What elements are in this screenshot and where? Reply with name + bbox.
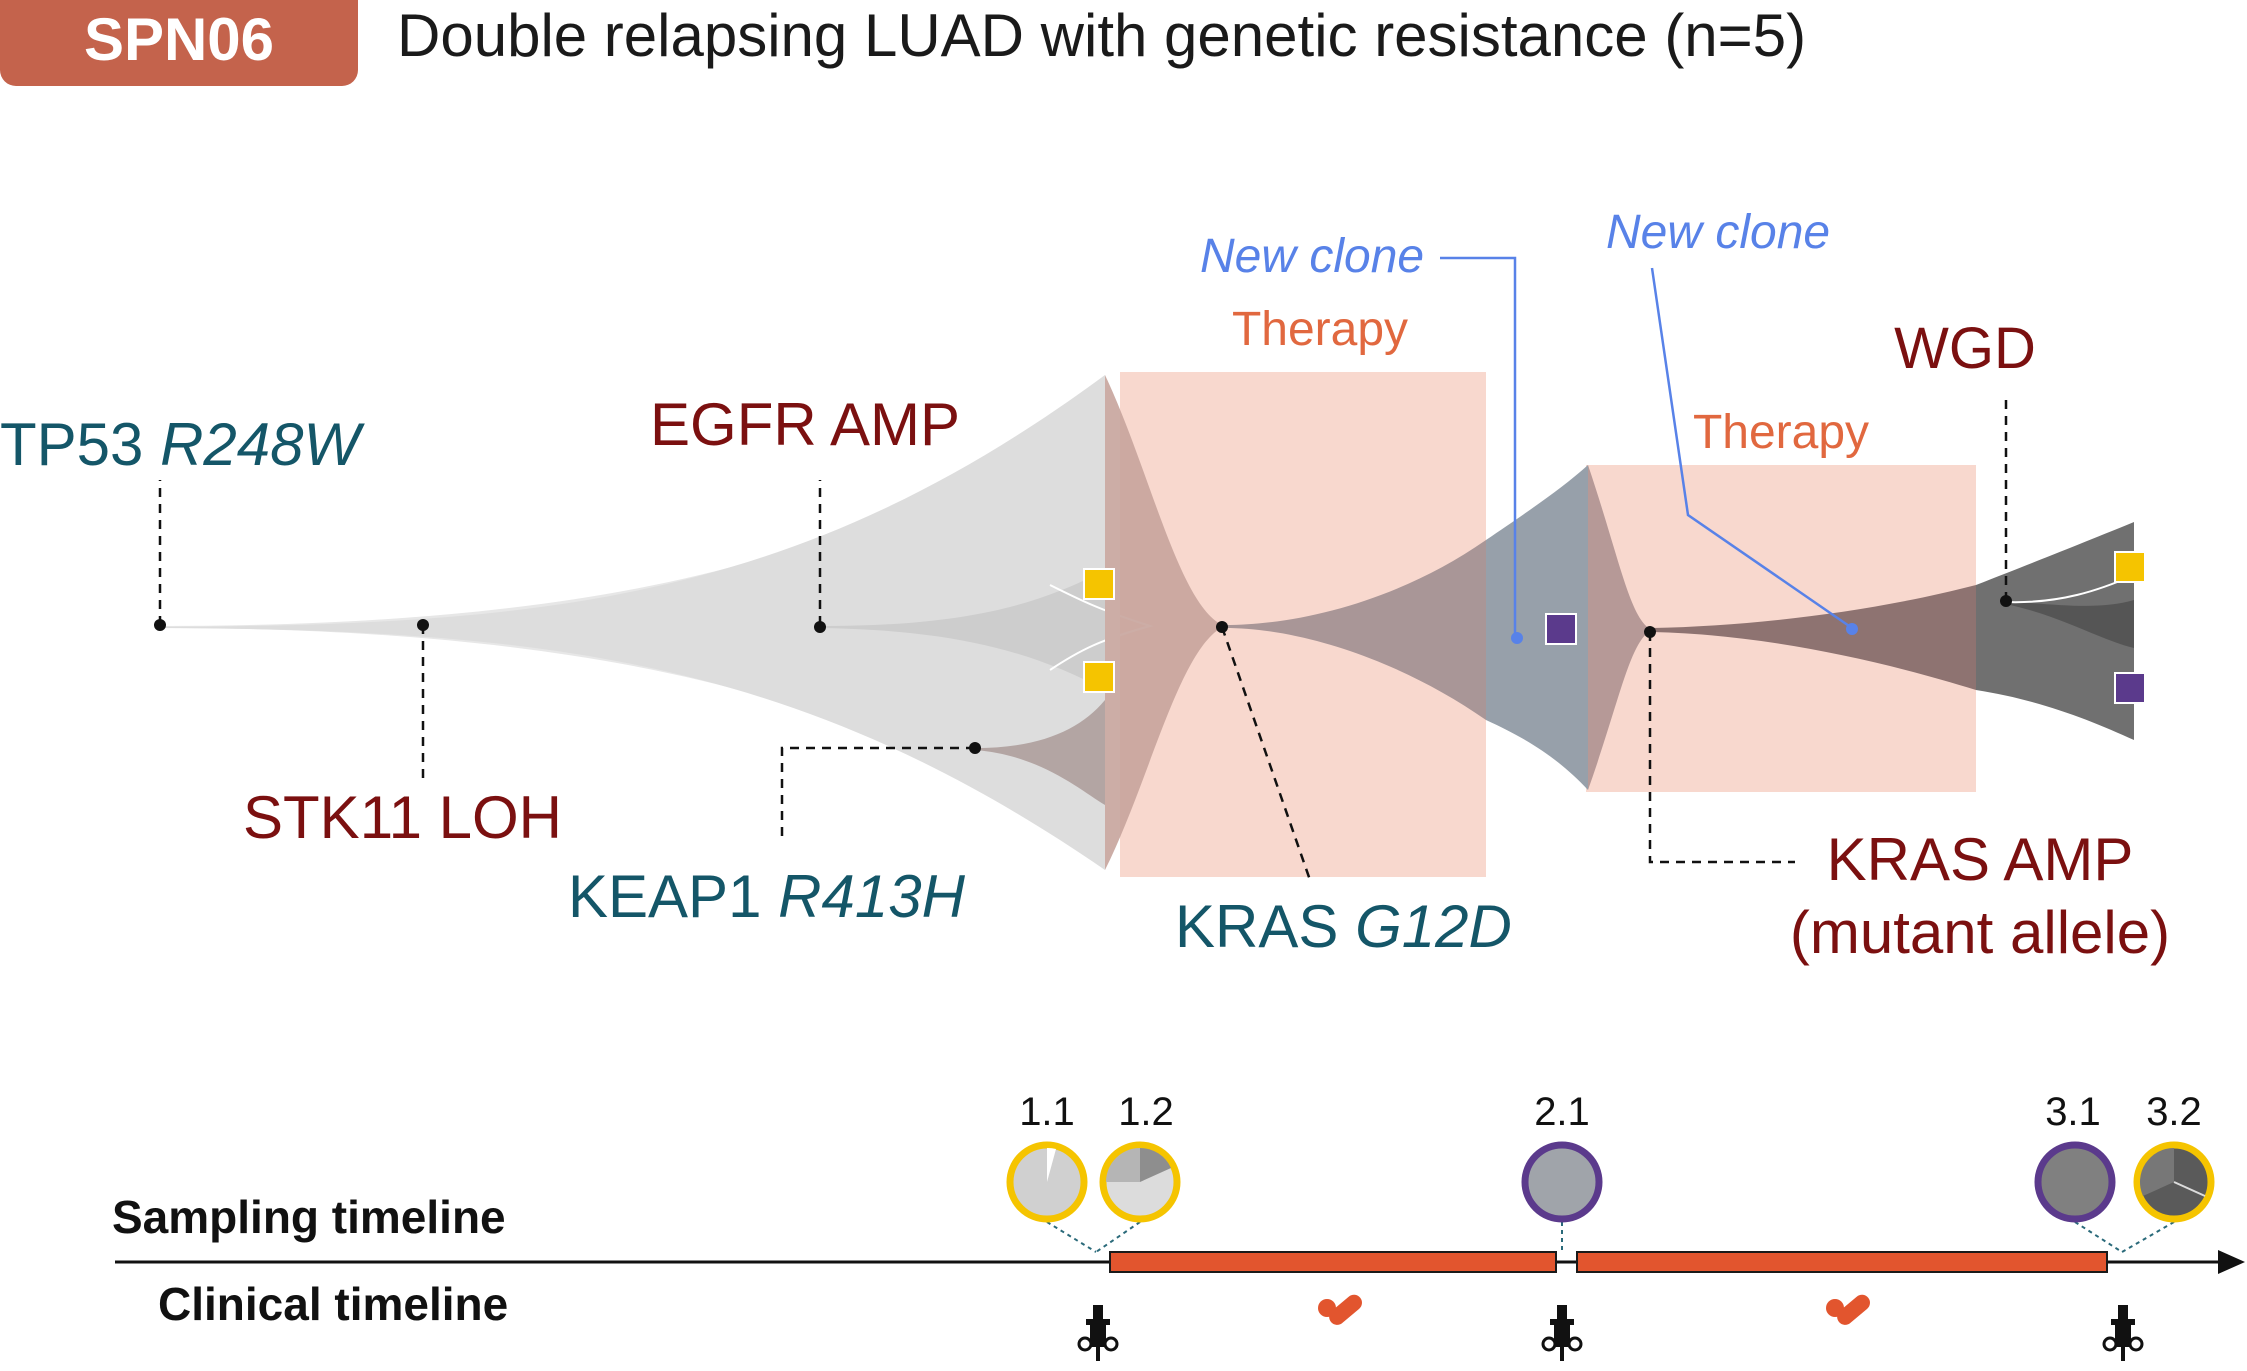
wgd-subclone [2005,600,2134,648]
sample-2-1-label: 2.1 [1534,1090,1590,1134]
sample-2-1-square [1545,613,1577,645]
sample-1-2-pie-slice-b [1140,1148,1171,1182]
kras-clone-emerge [1225,540,1486,720]
relapse-1-clone [1486,465,1588,790]
syringe-icon [1541,1305,1583,1361]
wgd-label: WGD [1894,316,2036,381]
header: SPN06 Double relapsing LUAD with genetic… [0,0,1806,86]
sample-1-1: 1.1 [1006,1090,1088,1223]
badge-text: SPN06 [84,6,274,73]
wgd-dot [2000,595,2012,607]
timeline: Sampling timeline Clinical timeline 1.1 … [112,1090,2245,1361]
new-clone-2-leader [1650,267,1853,630]
new-clone-1-dot [1511,632,1523,644]
egfr-dot [814,621,826,633]
event-dots [154,595,2012,754]
syringe-icon [2102,1305,2144,1361]
new-clone-1-leader [1440,256,1517,638]
kras-amp-leader [1648,632,1795,864]
sample-3-1-square [2114,672,2146,704]
kras-amp-dot [1644,626,1656,638]
sample-3-2-label: 3.2 [2146,1090,2202,1134]
clone-fade-2 [1588,465,1652,790]
pill-icon [1318,1294,1362,1325]
new-clone-2-dot [1846,623,1858,635]
syringe-icon [1077,1305,1119,1361]
keap1-leader [780,746,975,840]
sample-1-2-label: 1.2 [1118,1090,1174,1134]
sample-1-2: 1.2 [1099,1090,1181,1223]
connector-3-1 [2074,1221,2123,1253]
treatment-bar-2 [1576,1251,2108,1273]
badge [0,0,358,86]
sample-3-1-label: 3.1 [2045,1090,2101,1134]
trunk-inner [160,375,1105,870]
keap1-subclone [975,700,1105,805]
tp53-label: TP53 R248W [0,411,366,478]
kras-g12d-leader [1220,626,1312,881]
tp53-dot [154,619,166,631]
kras-amp-clone [1652,585,1976,690]
egfr-subclone [820,570,1105,690]
therapy-1-label: Therapy [1232,303,1408,356]
relapse-2-clone [1976,522,2134,740]
connector-3-2 [2121,1221,2175,1253]
sample-1-1-label: 1.1 [1019,1090,1075,1134]
sample-2-1: 2.1 [1521,1090,1603,1223]
sample-3-1: 3.1 [2034,1090,2116,1223]
sample-2-1-circle [1521,1141,1603,1223]
sample-1-1-square [1083,568,1115,600]
clone-fade-1 [1105,375,1225,870]
sample-3-1-circle [2034,1141,2116,1223]
sample-connectors [1046,1221,2175,1253]
kras-amp-label-line1: KRAS AMP [1827,826,2134,893]
fishplot [160,375,2135,870]
kras-g12d-label: KRAS G12D [1175,893,1512,960]
sample-1-2-square [1083,661,1115,693]
treatment-bar-1 [1109,1251,1557,1273]
timeline-arrowhead [2218,1250,2245,1274]
new-clone-2-label: New clone [1606,206,1830,259]
sample-3-2: 3.2 [2133,1090,2215,1223]
sample-1-2-pie-slice-a [1106,1148,1140,1182]
events [158,395,2008,881]
sampling-timeline-label: Sampling timeline [112,1191,506,1243]
connector-1-1 [1046,1221,1097,1253]
sample-3-2-square [2114,551,2146,583]
clinical-timeline-label: Clinical timeline [158,1278,508,1330]
new-clone-1-label: New clone [1200,230,1424,283]
kras-amp-label-line2: (mutant allele) [1790,899,2170,966]
keap1-dot [969,742,981,754]
kras-g12d-dot [1216,621,1228,633]
therapy-2-label: Therapy [1693,406,1869,459]
pill-icon [1826,1294,1870,1325]
stk11-label: STK11 LOH [243,784,562,851]
keap1-label: KEAP1 R413H [568,863,966,930]
connector-1-2 [1095,1221,1141,1253]
sample-3-2-pie-slice [2139,1148,2174,1196]
sample-1-1-pie-slice [1047,1147,1056,1182]
egfr-label: EGFR AMP [650,391,960,458]
sample-3-2-pie-divider [2173,1181,2206,1197]
stk11-dot [417,619,429,631]
figure-title: Double relapsing LUAD with genetic resis… [397,2,1806,69]
